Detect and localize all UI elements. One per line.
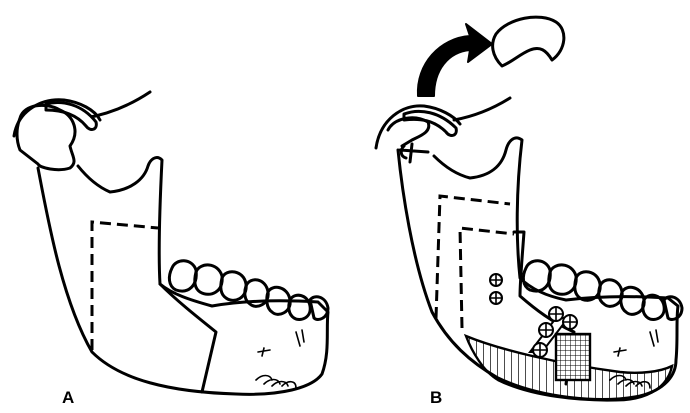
condyle-b xyxy=(388,118,429,146)
mandible-outline-a xyxy=(38,158,328,395)
teeth-a xyxy=(169,261,328,320)
ramus-screws xyxy=(490,274,502,304)
panel-label-b: B xyxy=(430,388,442,408)
nerve-marks-a xyxy=(256,376,296,389)
panel-a-mandible xyxy=(14,92,328,394)
panel-label-a: A xyxy=(62,388,74,408)
bone-graft-mesh xyxy=(556,334,590,380)
detached-bone-segment xyxy=(493,17,564,66)
fixation-pin-icon xyxy=(400,144,428,162)
rotation-arrow-icon xyxy=(418,24,492,96)
mental-foramen-a xyxy=(258,348,270,356)
root-mark-b xyxy=(650,330,658,346)
root-mark-a xyxy=(296,330,304,346)
skull-base-line-b xyxy=(454,98,510,120)
condyle-a xyxy=(17,105,75,169)
teeth-b xyxy=(523,261,682,320)
osteotomy-line-dashed-a xyxy=(92,222,158,350)
panel-b-mandible xyxy=(376,17,682,400)
osteotomy-line-dashed-inner-b xyxy=(460,228,514,328)
mental-foramen-b xyxy=(614,348,626,356)
